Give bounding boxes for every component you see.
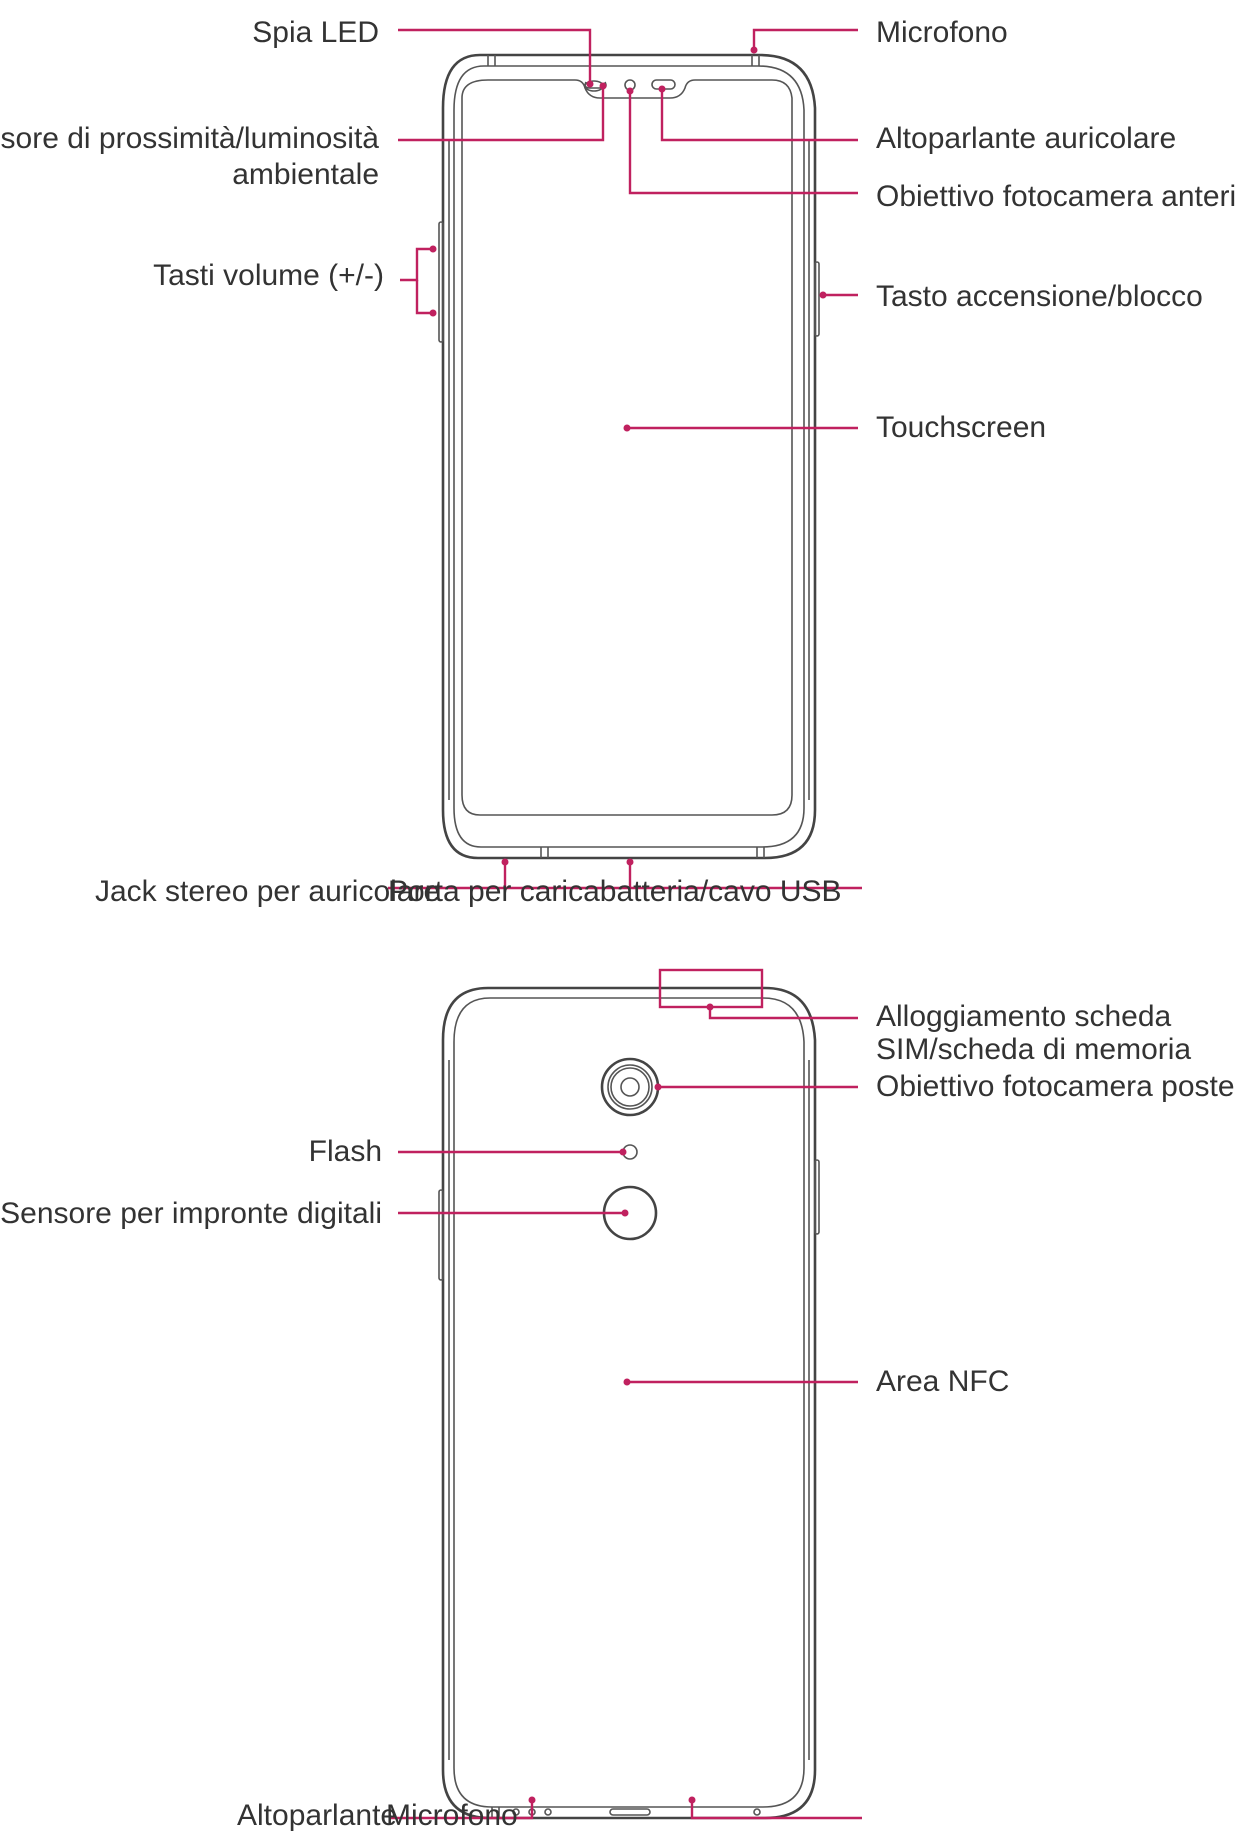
front-leaders xyxy=(388,28,862,890)
label-rear-camera: Obiettivo fotocamera posteriore xyxy=(876,1070,1235,1103)
label-volume: Tasti volume (+/-) xyxy=(153,259,384,292)
front-phone-outline xyxy=(438,53,820,860)
back-labels: Alloggiamento scheda SIM/scheda di memor… xyxy=(0,1000,1235,1832)
label-sim-tray-line2: SIM/scheda di memoria xyxy=(876,1033,1191,1066)
label-touchscreen: Touchscreen xyxy=(876,411,1046,444)
back-phone-outline xyxy=(438,968,820,1820)
label-usb-port: Porta per caricabatteria/cavo USB xyxy=(388,875,842,908)
label-earpiece: Altoparlante auricolare xyxy=(876,122,1176,155)
rear-camera-lens xyxy=(600,1057,660,1117)
back-components xyxy=(600,1057,660,1241)
label-flash: Flash xyxy=(309,1135,382,1168)
label-microphone-bottom: Microfono xyxy=(386,1799,518,1832)
label-fingerprint: Sensore per impronte digitali xyxy=(0,1197,382,1230)
label-sim-tray-line1: Alloggiamento scheda xyxy=(876,1000,1172,1033)
back-leaders xyxy=(390,1003,862,1820)
label-proximity-line2: ambientale xyxy=(232,158,379,191)
label-proximity-line1: Sensore di prossimità/luminosità xyxy=(0,122,379,155)
front-labels: Spia LED Sensore di prossimità/luminosit… xyxy=(0,16,1235,908)
label-led: Spia LED xyxy=(252,16,379,49)
label-speaker: Altoparlante xyxy=(237,1799,397,1832)
label-nfc: Area NFC xyxy=(876,1365,1009,1398)
label-front-camera: Obiettivo fotocamera anteriore xyxy=(876,180,1235,213)
label-power: Tasto accensione/blocco xyxy=(876,280,1203,313)
label-microphone-top: Microfono xyxy=(876,16,1008,49)
label-headset-jack: Jack stereo per auricolare xyxy=(95,875,440,908)
